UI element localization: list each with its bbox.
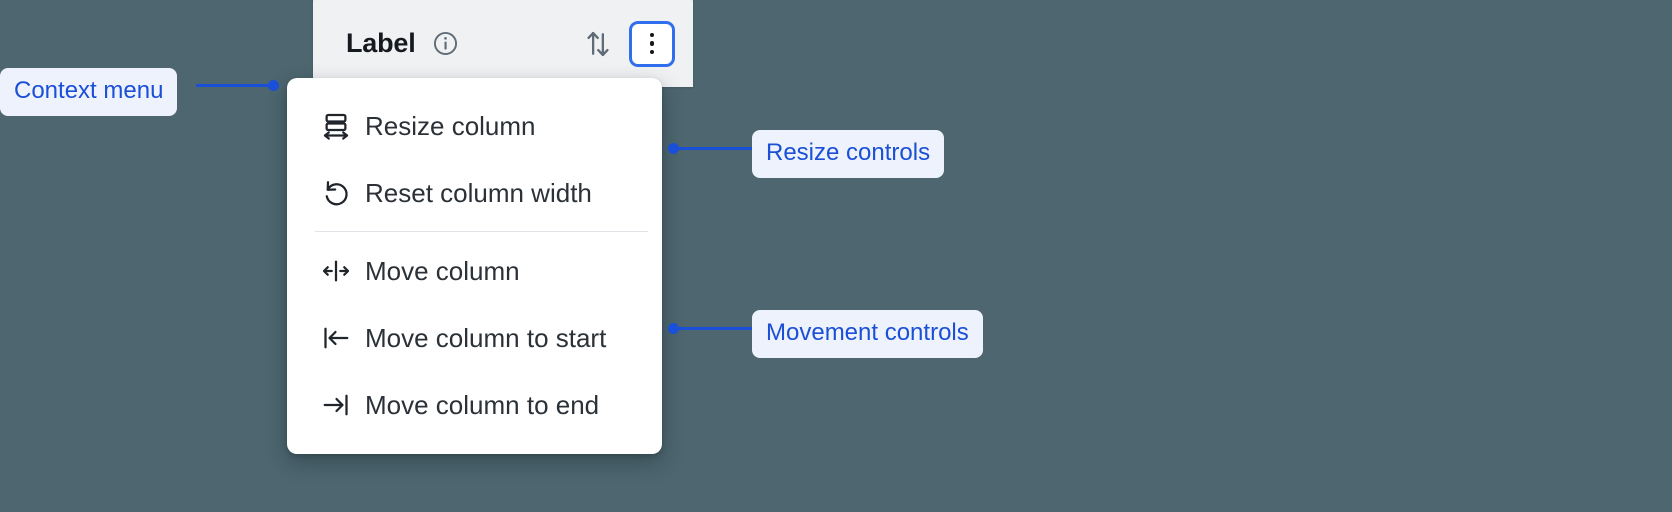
menu-item-label: Move column bbox=[365, 255, 520, 286]
sort-up-down-icon[interactable] bbox=[583, 27, 613, 61]
annotation-leader-dot bbox=[268, 80, 279, 91]
annotation-context-menu: Context menu bbox=[0, 68, 178, 116]
move-left-right-icon bbox=[322, 260, 350, 281]
menu-item-move-column-to-end[interactable]: Move column to end bbox=[287, 371, 662, 438]
more-options-button[interactable] bbox=[629, 20, 675, 67]
menu-item-move-column[interactable]: Move column bbox=[287, 237, 662, 304]
menu-item-move-column-to-start[interactable]: Move column to start bbox=[287, 304, 662, 371]
page-title: Label bbox=[346, 28, 416, 58]
info-circle-icon[interactable] bbox=[432, 30, 459, 57]
annotation-leader-line bbox=[196, 84, 274, 87]
arrow-to-end-icon bbox=[323, 394, 348, 415]
menu-divider bbox=[315, 231, 648, 232]
annotation-leader-dot bbox=[668, 143, 679, 154]
menu-item-resize-column[interactable]: Resize column bbox=[287, 92, 662, 159]
annotation-leader-dot bbox=[668, 323, 679, 334]
annotation-leader-line bbox=[676, 327, 754, 330]
annotation-leader-line bbox=[676, 147, 754, 150]
annotation-resize-controls: Resize controls bbox=[752, 130, 945, 178]
menu-item-reset-column-width[interactable]: Reset column width bbox=[287, 159, 662, 226]
resize-column-horizontal-icon bbox=[323, 113, 349, 140]
undo-rotate-left-icon bbox=[325, 180, 348, 205]
menu-item-label: Reset column width bbox=[365, 177, 592, 208]
more-vertical-icon-dot bbox=[649, 49, 655, 55]
menu-item-label: Resize column bbox=[365, 110, 536, 141]
more-vertical-icon-dot bbox=[649, 41, 655, 46]
more-vertical-icon-dot bbox=[649, 32, 655, 38]
arrow-to-start-icon bbox=[324, 327, 349, 348]
context-menu: Resize column Reset column width Move co… bbox=[287, 78, 662, 454]
column-header-card: Label bbox=[313, 0, 693, 87]
menu-item-label: Move column to start bbox=[365, 322, 607, 353]
annotation-movement-controls: Movement controls bbox=[752, 310, 983, 358]
menu-item-label: Move column to end bbox=[365, 389, 600, 420]
